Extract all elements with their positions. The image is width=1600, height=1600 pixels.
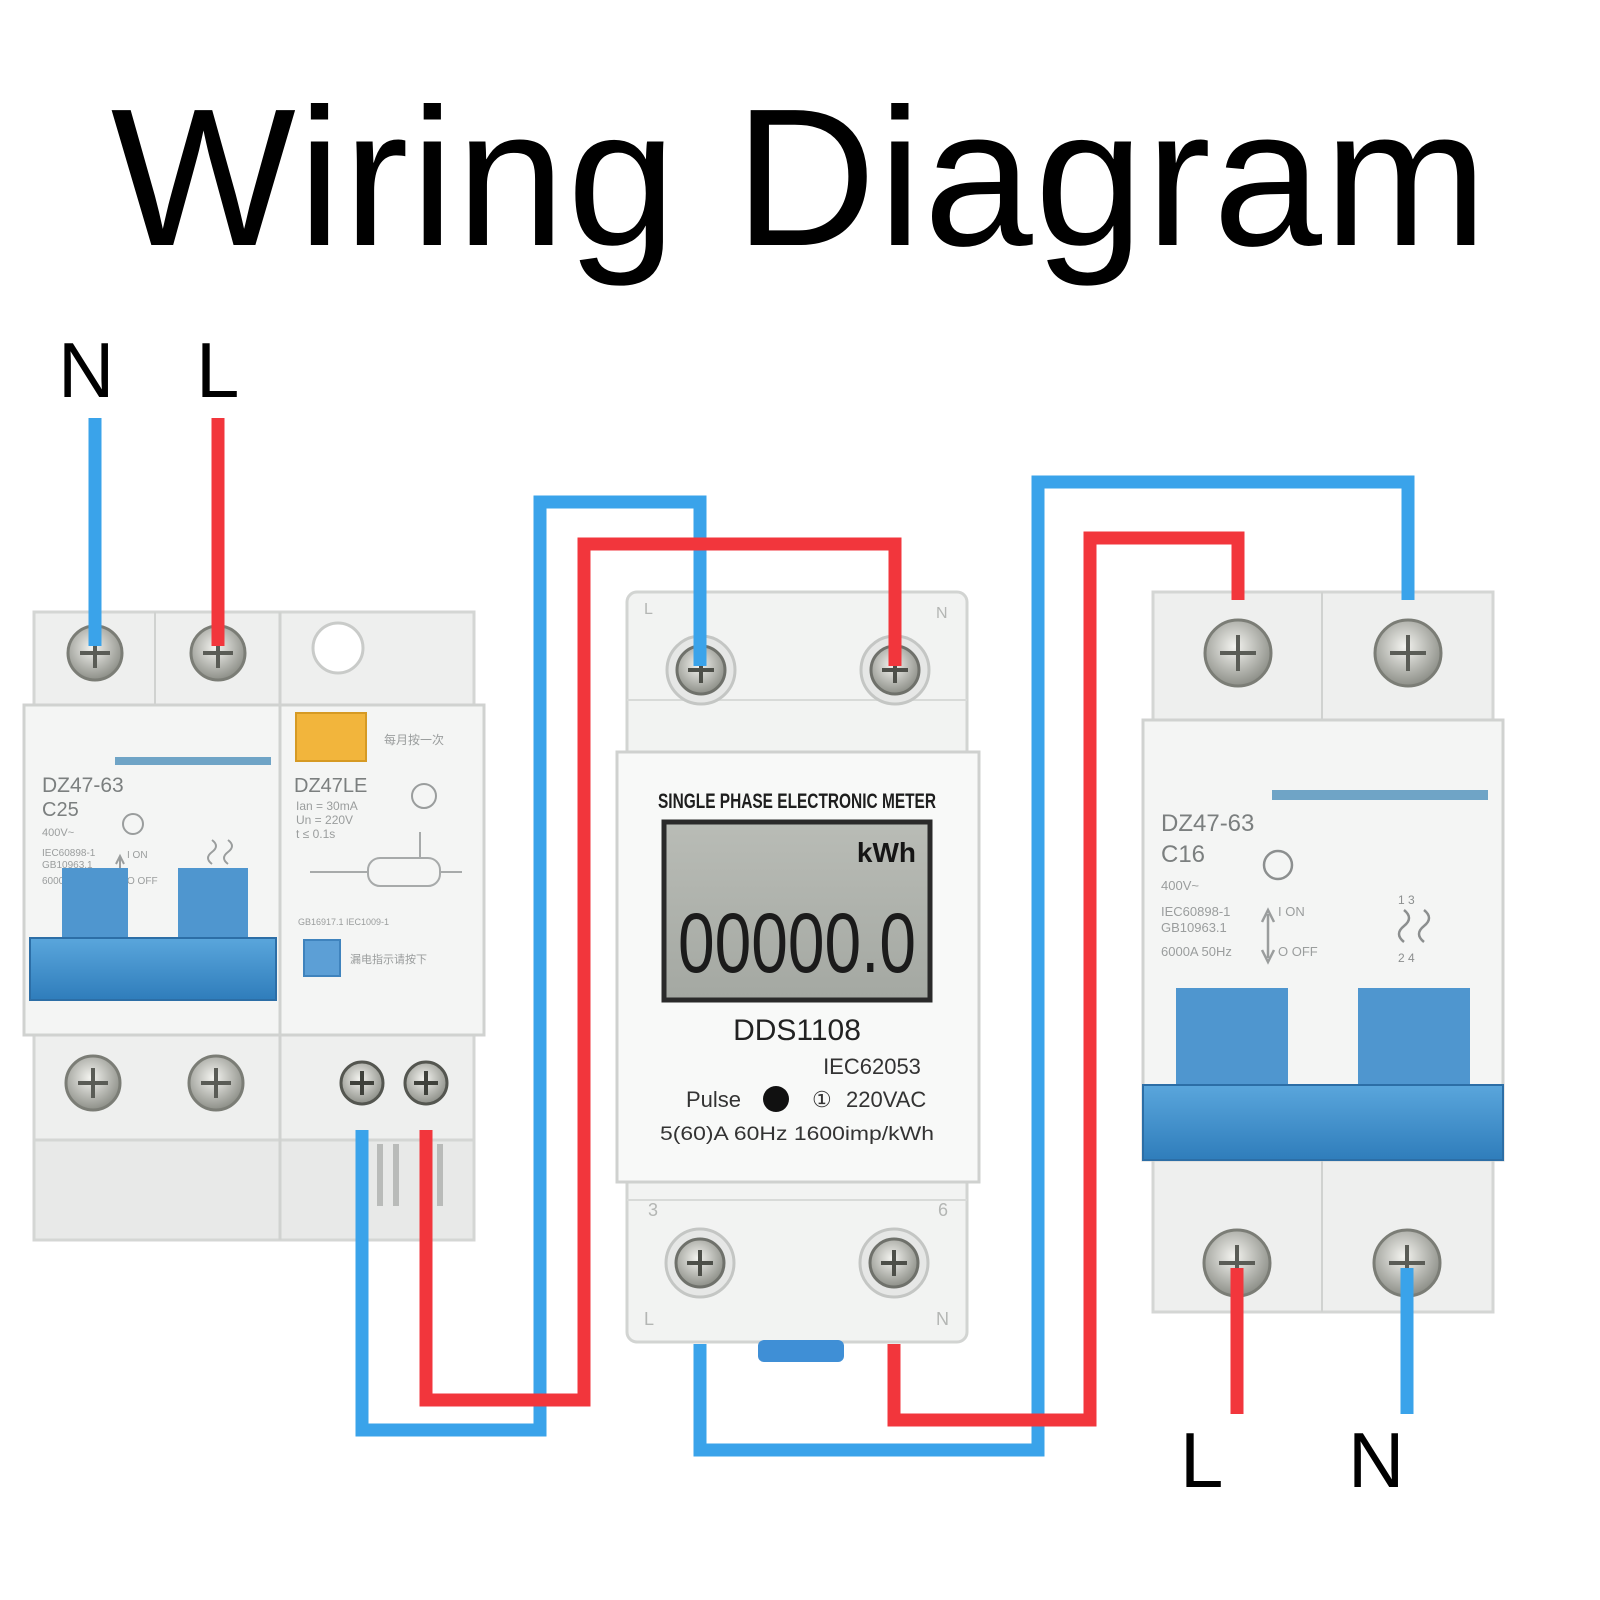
rcbo-device: DZ47-63 C25 400V~ IEC60898-1 GB10963.1 6… — [22, 610, 486, 1242]
meter-unit: kWh — [857, 837, 916, 868]
rcbo-standard-2: GB10963.1 — [42, 860, 93, 871]
rcbo-voltage: 400V~ — [42, 827, 74, 839]
meter-model: DDS1108 — [733, 1014, 861, 1047]
rcd-model: DZ47LE — [294, 775, 367, 797]
rcbo-standard-1: IEC60898-1 — [42, 848, 96, 859]
rcbo-pole-symbol — [207, 839, 233, 865]
breaker-off-label: O OFF — [1278, 944, 1318, 959]
rcbo-handle[interactable] — [29, 868, 277, 1001]
meter-class-mark: ① — [812, 1087, 832, 1112]
rcd-reset-note: 漏电指示请按下 — [350, 952, 427, 966]
rcd-voltage: Un = 220V — [296, 813, 353, 827]
meter-bottom-terminal-n — [858, 1227, 930, 1299]
rcd-standard: GB16917.1 IEC1009-1 — [298, 917, 389, 927]
rcd-current: Ian = 30mA — [296, 799, 358, 813]
wire-meter-to-breaker-blue — [693, 475, 1415, 1457]
output-line-label: L — [1180, 1416, 1224, 1504]
meter-voltage: 220VAC — [846, 1087, 926, 1112]
breaker-rating: C16 — [1161, 841, 1205, 868]
rcbo-rating: C25 — [42, 799, 79, 821]
breaker-top-terminal-n — [1373, 618, 1443, 688]
meter-din-clip[interactable] — [758, 1340, 844, 1362]
rcbo-test-button[interactable] — [295, 712, 367, 762]
rcd-test-note: 每月按一次 — [384, 732, 444, 747]
rcbo-bottom-terminal-1 — [64, 1054, 122, 1112]
meter-pulse-led — [763, 1086, 789, 1112]
wire-meter-to-breaker-red — [887, 531, 1245, 1427]
rcbo-off-label: O OFF — [127, 876, 158, 887]
output-neutral-label: N — [1348, 1416, 1405, 1504]
rcbo-clip — [377, 1144, 443, 1206]
diagram-title: Wiring Diagram — [110, 68, 1490, 287]
meter-top-left-mark: L — [644, 601, 653, 618]
breaker-ccc-mark — [1262, 849, 1294, 881]
rcd-circuit-symbol — [310, 832, 462, 887]
wires — [88, 418, 1415, 1457]
breaker-voltage: 400V~ — [1161, 878, 1199, 893]
breaker-on-off-arrow — [1260, 907, 1276, 965]
meter-bottom-right-mark: N — [936, 1309, 949, 1329]
rcbo-top-terminal-n — [66, 624, 124, 682]
breaker-on-label: I ON — [1278, 904, 1305, 919]
meter-bottom-left-mark: L — [644, 1309, 654, 1329]
meter-specs: 5(60)A 60Hz 1600imp/kWh — [660, 1124, 934, 1145]
breaker-standard-1: IEC60898-1 — [1161, 904, 1230, 919]
rcd-time: t ≤ 0.1s — [296, 827, 335, 841]
meter-lcd — [661, 819, 933, 1003]
breaker-pole-top: 1 3 — [1398, 893, 1415, 907]
meter-reading: 00000.0 — [678, 896, 916, 990]
breaker-standard-2: GB10963.1 — [1161, 920, 1227, 935]
meter-bottom-terminal-l — [664, 1227, 736, 1299]
breaker-model: DZ47-63 — [1161, 810, 1254, 837]
energy-meter: L N SINGLE PHASE ELECTRONIC METER kWh 00… — [615, 590, 981, 1362]
breaker-capacity: 6000A 50Hz — [1161, 944, 1232, 959]
rcbo-model: DZ47-63 — [42, 774, 124, 797]
rcd-ccc-mark — [411, 783, 437, 809]
breaker-pole-bottom: 2 4 — [1398, 951, 1415, 965]
wire-rcbo-to-meter-red — [419, 537, 902, 1407]
rcbo-output-terminal-n — [339, 1060, 385, 1106]
meter-bottom-left-number: 3 — [648, 1200, 658, 1220]
rcbo-ccc-mark — [122, 813, 144, 835]
breaker-top-terminal-l — [1203, 618, 1273, 688]
rcd-reset-button[interactable] — [303, 939, 341, 977]
input-neutral-label: N — [58, 326, 115, 414]
breaker-handle[interactable] — [1142, 988, 1504, 1161]
input-line-label: L — [196, 326, 240, 414]
rcbo-test-hole — [311, 621, 365, 675]
meter-heading: SINGLE PHASE ELECTRONIC METER — [658, 790, 936, 813]
meter-pulse-label: Pulse — [686, 1087, 741, 1112]
breaker-device: DZ47-63 C16 400V~ IEC60898-1 GB10963.1 6… — [1141, 590, 1505, 1314]
meter-standard: IEC62053 — [823, 1054, 921, 1079]
breaker-pole-symbol — [1397, 909, 1431, 943]
rcbo-on-label: I ON — [127, 850, 148, 861]
meter-top-right-mark: N — [936, 605, 948, 622]
rcbo-output-terminal-l — [403, 1060, 449, 1106]
rcbo-bottom-terminal-2 — [187, 1054, 245, 1112]
meter-top-terminal-l — [665, 634, 737, 706]
meter-bottom-right-number: 6 — [938, 1200, 948, 1220]
wire-rcbo-to-meter-blue — [355, 495, 707, 1437]
